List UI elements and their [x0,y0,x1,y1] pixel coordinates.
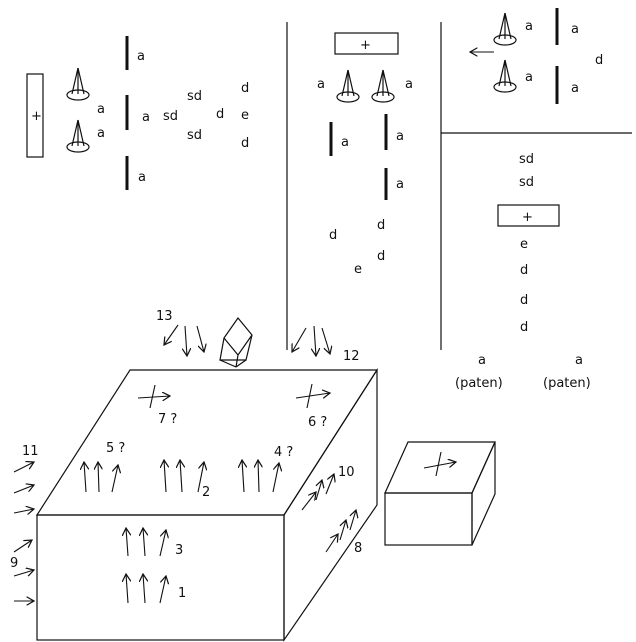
acolyte-label: a [97,102,105,117]
subdeacon-label: sd [519,175,534,190]
cross-label: + [522,210,533,225]
candle-icon [493,12,517,46]
subdeacon-label: sd [187,89,202,104]
deacon-label: d [520,293,528,308]
position-number: 2 [202,485,210,500]
acolyte-label: a [142,110,150,125]
arrow-group-4 [242,460,279,493]
acolyte-label: a [341,135,349,150]
arrow-group-10 [301,474,334,511]
paten-label: (paten) [543,376,591,391]
position-number: 12 [343,349,360,364]
subdeacon-label: sd [163,109,178,124]
acolyte-label: a [138,170,146,185]
altar-side [283,367,378,642]
deacon-label: d [241,136,249,151]
deacon-label: d [595,53,603,68]
arrow-group-8 [325,510,356,553]
cross-arrow-icon [137,396,170,398]
tabernacle-icon [219,317,253,368]
deacon-label: d [520,320,528,335]
position-number: 1 [178,586,186,601]
position-number: 10 [338,465,355,480]
deacon-label: d [329,228,337,243]
subdeacon-label: sd [187,128,202,143]
position-number: 9 [10,556,18,571]
acolyte-label: a [396,177,404,192]
candle-icon [336,69,360,103]
acolyte-label: a [525,19,533,34]
acolyte-label: a [97,126,105,141]
deacon-label: d [377,249,385,264]
acolyte-label: a [317,77,325,92]
arrow-group-11 [13,462,34,513]
acolyte-label: a [405,77,413,92]
cross-arrow-icon [295,393,330,399]
candle-icon [66,67,90,101]
acolyte-label: a [478,353,486,368]
arrow-group-2 [164,460,204,493]
acolyte-label: a [575,353,583,368]
deacon-label: d [520,263,528,278]
cross-arrow-icon [423,462,456,469]
position-number: 8 [354,541,362,556]
panel-right-top: a a a a d [470,8,603,104]
deacon-label: d [377,218,385,233]
celebrant-label: e [241,108,249,123]
arrow-group-13 [164,324,204,356]
acolyte-label: a [396,129,404,144]
cross-label: + [31,109,42,124]
position-number: 6 ? [308,415,327,430]
subdeacon-label: sd [519,152,534,167]
position-number: 11 [22,444,39,459]
cross-box-left [26,73,44,158]
panel-right-bottom: sd sd + e d d d a (paten) a (paten) [455,152,591,391]
candle-icon [371,69,395,103]
cross-label: + [360,38,371,53]
acolyte-label: a [571,22,579,37]
position-number: 4 ? [274,445,293,460]
acolyte-label: a [137,49,145,64]
candle-icon [66,119,90,153]
cross-box-right [497,204,560,227]
position-number: 3 [175,543,183,558]
acolyte-label: a [525,70,533,85]
deacon-label: d [241,81,249,96]
acolyte-label: a [571,81,579,96]
position-number: 7 ? [158,412,177,427]
celebrant-label: e [354,262,362,277]
panel-left: + a a a a a sd sd sd d d e d [26,36,249,190]
position-number: 5 ? [106,441,125,456]
panel-middle: + a a a a a d d d e [317,32,413,277]
candle-icon [493,59,517,93]
arrow-group-9 [13,540,34,601]
arrow-group-1 [126,574,166,604]
altar-front [36,514,285,641]
arrow-group-3 [126,528,166,557]
altar-box: 1 2 3 4 ? 5 ? 6 ? 7 ? 8 9 10 11 12 13 [10,309,379,642]
position-number: 13 [156,309,173,324]
deacon-label: d [216,107,224,122]
arrow-group-5 [84,462,118,493]
credence-box [384,441,496,546]
celebrant-label: e [520,237,528,252]
arrow-group-12 [292,325,330,356]
paten-label: (paten) [455,376,503,391]
cross-box-middle [334,32,399,55]
